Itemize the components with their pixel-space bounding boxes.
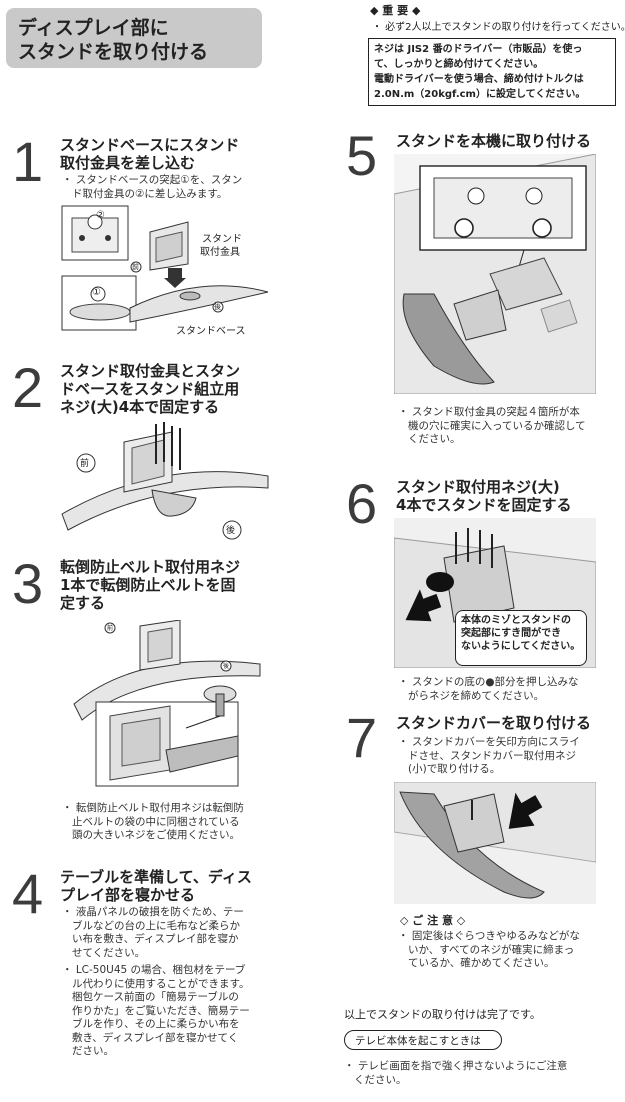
- completion-text: 以上でスタンドの取り付けは完了です。: [344, 1008, 541, 1021]
- note-line: ・ 固定後はぐらつきやゆるみなどがな: [398, 930, 580, 942]
- step-1-note: ・ スタンドベースの突起①を、スタン ド取付金具の②に差し込みます。: [62, 174, 242, 201]
- note-line: 作りかた」をご覧いただき、簡易テー: [72, 1004, 250, 1017]
- note-line: 梱包ケース前面の「簡易テーブルの: [72, 991, 239, 1003]
- important-line: ・ 必ず2人以上でスタンドの取り付けを行ってください。: [372, 22, 625, 33]
- marker-1: ①: [92, 287, 101, 298]
- back-label: 後: [223, 663, 230, 670]
- step-7-title: スタンドカバーを取り付ける: [396, 714, 591, 732]
- step-4-number: 4: [12, 862, 44, 925]
- step-6-note: ・ スタンドの底の●部分を押し込みな がらネジを締めてください。: [398, 676, 579, 703]
- back-label: 後: [226, 526, 236, 536]
- marker-2: ②: [96, 210, 105, 221]
- step-title-line: スタンドベースにスタンド: [60, 136, 240, 154]
- step-title-line: スタンド取付金具とスタン: [60, 362, 241, 380]
- raise-tv-note: ・ テレビ画面を指で強く押さないようにご注意 ください。: [344, 1060, 567, 1087]
- note-line: い布を敷き、ディスプレイ部を寝か: [72, 933, 239, 945]
- note-line: 頭の大きいネジをご使用ください。: [72, 829, 240, 841]
- step-5-title: スタンドを本機に取り付ける: [396, 132, 591, 150]
- raise-tv-heading: テレビ本体を起こすときは: [344, 1030, 502, 1050]
- step-7-note: ・ スタンドカバーを矢印方向にスライ ドさせ、スタンドカバー取付用ネジ (小)で…: [398, 736, 580, 777]
- step-title-line: 定する: [60, 594, 106, 612]
- step-7-illustration: [394, 782, 596, 904]
- front-label: 前: [80, 459, 90, 469]
- section-title: ディスプレイ部に スタンドを取り付ける: [6, 8, 262, 68]
- step-2-title: スタンド取付金具とスタン ドベースをスタンド組立用 ネジ(大)4本で固定する: [60, 362, 240, 416]
- note-line: 止ベルトの袋の中に同梱されている: [72, 815, 240, 828]
- base-label: スタンドベース: [176, 326, 246, 337]
- step-3-number: 3: [12, 552, 44, 615]
- callout-line: ないようにしてください。: [461, 641, 581, 652]
- bracket-label-line1: スタンド: [202, 234, 242, 245]
- step-2-number: 2: [12, 356, 44, 419]
- important-heading: ◆ 重 要 ◆: [370, 4, 421, 17]
- note-line: ・ スタンドの底の●部分を押し込みな: [398, 676, 579, 688]
- note-line: 機の穴に確実に入っているか確認して: [408, 419, 586, 432]
- step-title-line: スタンドカバーを取り付ける: [396, 714, 592, 732]
- note-line: 敷き、ディスプレイ部を寝かせてく: [72, 1031, 239, 1044]
- step-5-note: ・ スタンド取付金具の突起４箇所が本 機の穴に確実に入っているか確認して くださ…: [398, 406, 586, 447]
- note-line: ブルを作り、その上に柔らかい布を: [72, 1018, 240, 1030]
- bracket-label-line2: 取付金具: [200, 247, 240, 258]
- note-line: ル代わりに使用することができます。: [72, 977, 250, 990]
- step-4-title: テーブルを準備して、ディス プレイ部を寝かせる: [60, 868, 252, 904]
- step-1-title: スタンドベースにスタンド 取付金具を差し込む: [60, 136, 239, 172]
- caution-note: ・ 固定後はぐらつきやゆるみなどがな いか、すべてのネジが確実に締まっ ているか…: [398, 930, 580, 971]
- note-line: (小)で取り付ける。: [408, 763, 501, 775]
- step-title-line: 取付金具を差し込む: [60, 154, 196, 172]
- step-title-line: テーブルを準備して、ディス: [60, 868, 252, 886]
- step-title-line: スタンドを本機に取り付ける: [396, 132, 592, 150]
- caution-heading: ◇ ご 注 意 ◇: [400, 914, 466, 927]
- important-box: ネジは JIS2 番のドライバー（市販品）を使っ て、しっかりと締め付けてくださ…: [368, 38, 616, 106]
- step-title-line: プレイ部を寝かせる: [60, 886, 196, 904]
- step-2-illustration: 前 後: [60, 418, 270, 544]
- step-3-illustration: 前 後: [70, 620, 266, 788]
- step-4-note: ・ 液晶パネルの破損を防ぐため、テー ブルなどの台の上に毛布など柔らか い布を敷…: [62, 906, 250, 1059]
- note-line: いか、すべてのネジが確実に締まっ: [408, 943, 575, 956]
- note-line: ください。: [354, 1073, 407, 1086]
- note-line: ているか、確かめてください。: [408, 957, 555, 969]
- front-label: 前: [107, 625, 114, 632]
- step-3-title: 転倒防止ベルト取付用ネジ 1本で転倒防止ベルトを固 定する: [60, 558, 240, 612]
- step-6-title: スタンド取付用ネジ(大) 4本でスタンドを固定する: [396, 478, 571, 514]
- step-5-illustration: [394, 154, 596, 394]
- note-line: ださい。: [72, 1045, 114, 1057]
- section-title-line1: ディスプレイ部に: [18, 17, 169, 39]
- note-line: ください。: [408, 433, 461, 445]
- step-title-line: ネジ(大)4本で固定する: [60, 398, 220, 416]
- note-line: ・ スタンドカバーを矢印方向にスライ: [398, 736, 580, 748]
- note-line: ド取付金具の②に差し込みます。: [72, 187, 228, 200]
- note-line: ・ スタンド取付金具の突起４箇所が本: [398, 406, 580, 418]
- note-line: ・ スタンドベースの突起①を、スタン: [62, 174, 243, 186]
- important-box-line: 2.0N.m（20kgf.cm）に設定してください。: [374, 89, 586, 100]
- section-title-line2: スタンドを取り付ける: [18, 41, 209, 63]
- note-line: ブルなどの台の上に毛布など柔らか: [72, 919, 240, 932]
- important-box-line: て、しっかりと締め付けてください。: [374, 59, 544, 70]
- important-box-line: ネジは JIS2 番のドライバー（市販品）を使っ: [374, 44, 583, 55]
- note-line: ・ テレビ画面を指で強く押さないようにご注意: [344, 1060, 568, 1072]
- step-1-number: 1: [12, 130, 44, 193]
- step-title-line: スタンド取付用ネジ(大): [396, 478, 560, 496]
- step-title-line: ドベースをスタンド組立用: [60, 380, 240, 398]
- callout-line: 本体のミゾとスタンドの: [461, 615, 571, 626]
- note-line: ・ 転倒防止ベルト取付用ネジは転倒防: [62, 802, 244, 814]
- front-label: 前: [132, 263, 139, 271]
- note-line: ドさせ、スタンドカバー取付用ネジ: [408, 749, 576, 762]
- callout-line: 突起部にすき間ができ: [461, 628, 562, 639]
- note-line: せてください。: [72, 946, 146, 959]
- step-title-line: 4本でスタンドを固定する: [396, 496, 572, 514]
- step-6-callout: 本体のミゾとスタンドの 突起部にすき間ができ ないようにしてください。: [455, 610, 587, 666]
- step-5-number: 5: [346, 124, 378, 187]
- important-box-line: 電動ドライバーを使う場合、締め付けトルクは: [374, 74, 584, 85]
- step-title-line: 1本で転倒防止ベルトを固: [60, 576, 236, 594]
- note-line: がらネジを締めてください。: [408, 689, 545, 702]
- note-line: ・ 液晶パネルの破損を防ぐため、テー: [62, 906, 244, 918]
- back-label: 後: [214, 303, 221, 311]
- note-line: ・ LC-50U45 の場合、梱包材をテーブ: [62, 964, 246, 976]
- step-title-line: 転倒防止ベルト取付用ネジ: [60, 558, 241, 576]
- step-7-number: 7: [346, 706, 378, 769]
- step-1-illustration: ② ① スタンド 取付金具 スタンドベース 前 後: [60, 204, 270, 337]
- step-6-number: 6: [346, 472, 378, 535]
- step-3-note: ・ 転倒防止ベルト取付用ネジは転倒防 止ベルトの袋の中に同梱されている 頭の大き…: [62, 802, 244, 843]
